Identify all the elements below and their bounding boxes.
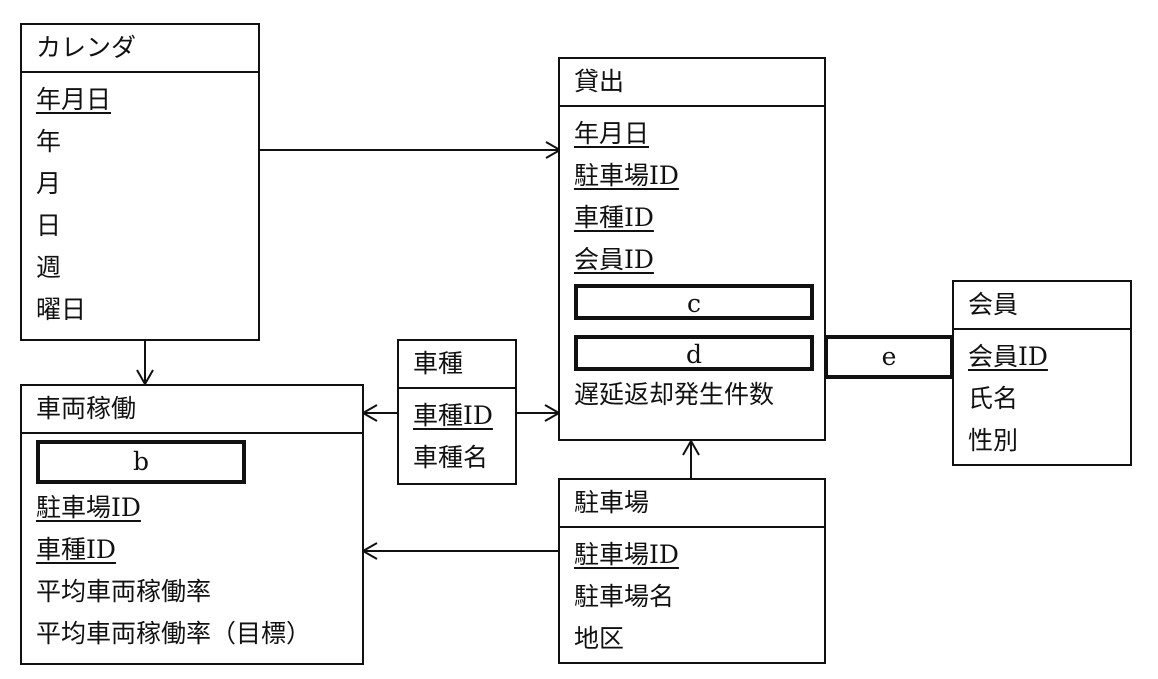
entity-name: 車種 <box>399 341 515 389</box>
attribute-pk: 会員ID <box>968 342 1048 371</box>
blank-attribute-b: b <box>36 440 246 484</box>
attribute: 日 <box>36 211 62 240</box>
entity-parking: 駐車場 駐車場ID 駐車場名 地区 <box>558 478 826 664</box>
entity-member: 会員 会員ID 氏名 性別 <box>952 280 1132 466</box>
attribute-pk: 駐車場ID <box>574 161 679 190</box>
attribute-list: 会員ID 氏名 性別 <box>954 330 1130 462</box>
blank-attribute-d: d <box>574 335 814 371</box>
attribute: 月 <box>36 169 62 198</box>
attribute: 性別 <box>968 426 1019 455</box>
entity-name: 駐車場 <box>560 480 824 528</box>
attribute-list: 年月日 駐車場ID 車種ID 会員ID c d 遅延返却発生件数 <box>560 107 824 416</box>
attribute-pk: 車種ID <box>574 203 654 232</box>
attribute: 氏名 <box>968 384 1019 413</box>
attribute-pk: 会員ID <box>574 245 654 274</box>
attribute: 車種名 <box>413 443 489 472</box>
attribute-pk: 駐車場ID <box>574 540 679 569</box>
attribute-pk: 車種ID <box>413 401 493 430</box>
entity-name: 車両稼働 <box>22 386 362 434</box>
entity-name: 貸出 <box>560 59 824 107</box>
attribute: 地区 <box>574 624 625 653</box>
entity-calendar: カレンダ 年月日 年 月 日 週 曜日 <box>20 23 260 341</box>
entity-name: カレンダ <box>22 25 258 73</box>
attribute: 曜日 <box>36 295 87 324</box>
attribute: 年 <box>36 127 62 156</box>
arrowhead-parking-loan <box>682 438 700 456</box>
entity-car-type: 車種 車種ID 車種名 <box>397 339 517 485</box>
blank-relationship-e: e <box>824 335 954 379</box>
attribute-pk: 年月日 <box>36 85 112 114</box>
attribute: 遅延返却発生件数 <box>574 380 775 409</box>
blank-attribute-c: c <box>574 284 814 320</box>
entity-loan: 貸出 年月日 駐車場ID 車種ID 会員ID c d 遅延返却発生件数 <box>558 57 826 441</box>
attribute: 平均車両稼働率（目標） <box>36 619 312 648</box>
attribute: 平均車両稼働率 <box>36 577 212 606</box>
entity-vehicle-operation: 車両稼働 b 駐車場ID 車種ID 平均車両稼働率 平均車両稼働率（目標） <box>20 384 364 665</box>
attribute-list: 車種ID 車種名 <box>399 389 515 479</box>
attribute-list: b 駐車場ID 車種ID 平均車両稼働率 平均車両稼働率（目標） <box>22 434 362 655</box>
attribute: 週 <box>36 253 62 282</box>
entity-name: 会員 <box>954 282 1130 330</box>
attribute-pk: 駐車場ID <box>36 493 141 522</box>
attribute-pk: 車種ID <box>36 535 116 564</box>
attribute: 駐車場名 <box>574 582 675 611</box>
attribute-list: 駐車場ID 駐車場名 地区 <box>560 528 824 660</box>
attribute-pk: 年月日 <box>574 119 650 148</box>
attribute-list: 年月日 年 月 日 週 曜日 <box>22 73 258 331</box>
